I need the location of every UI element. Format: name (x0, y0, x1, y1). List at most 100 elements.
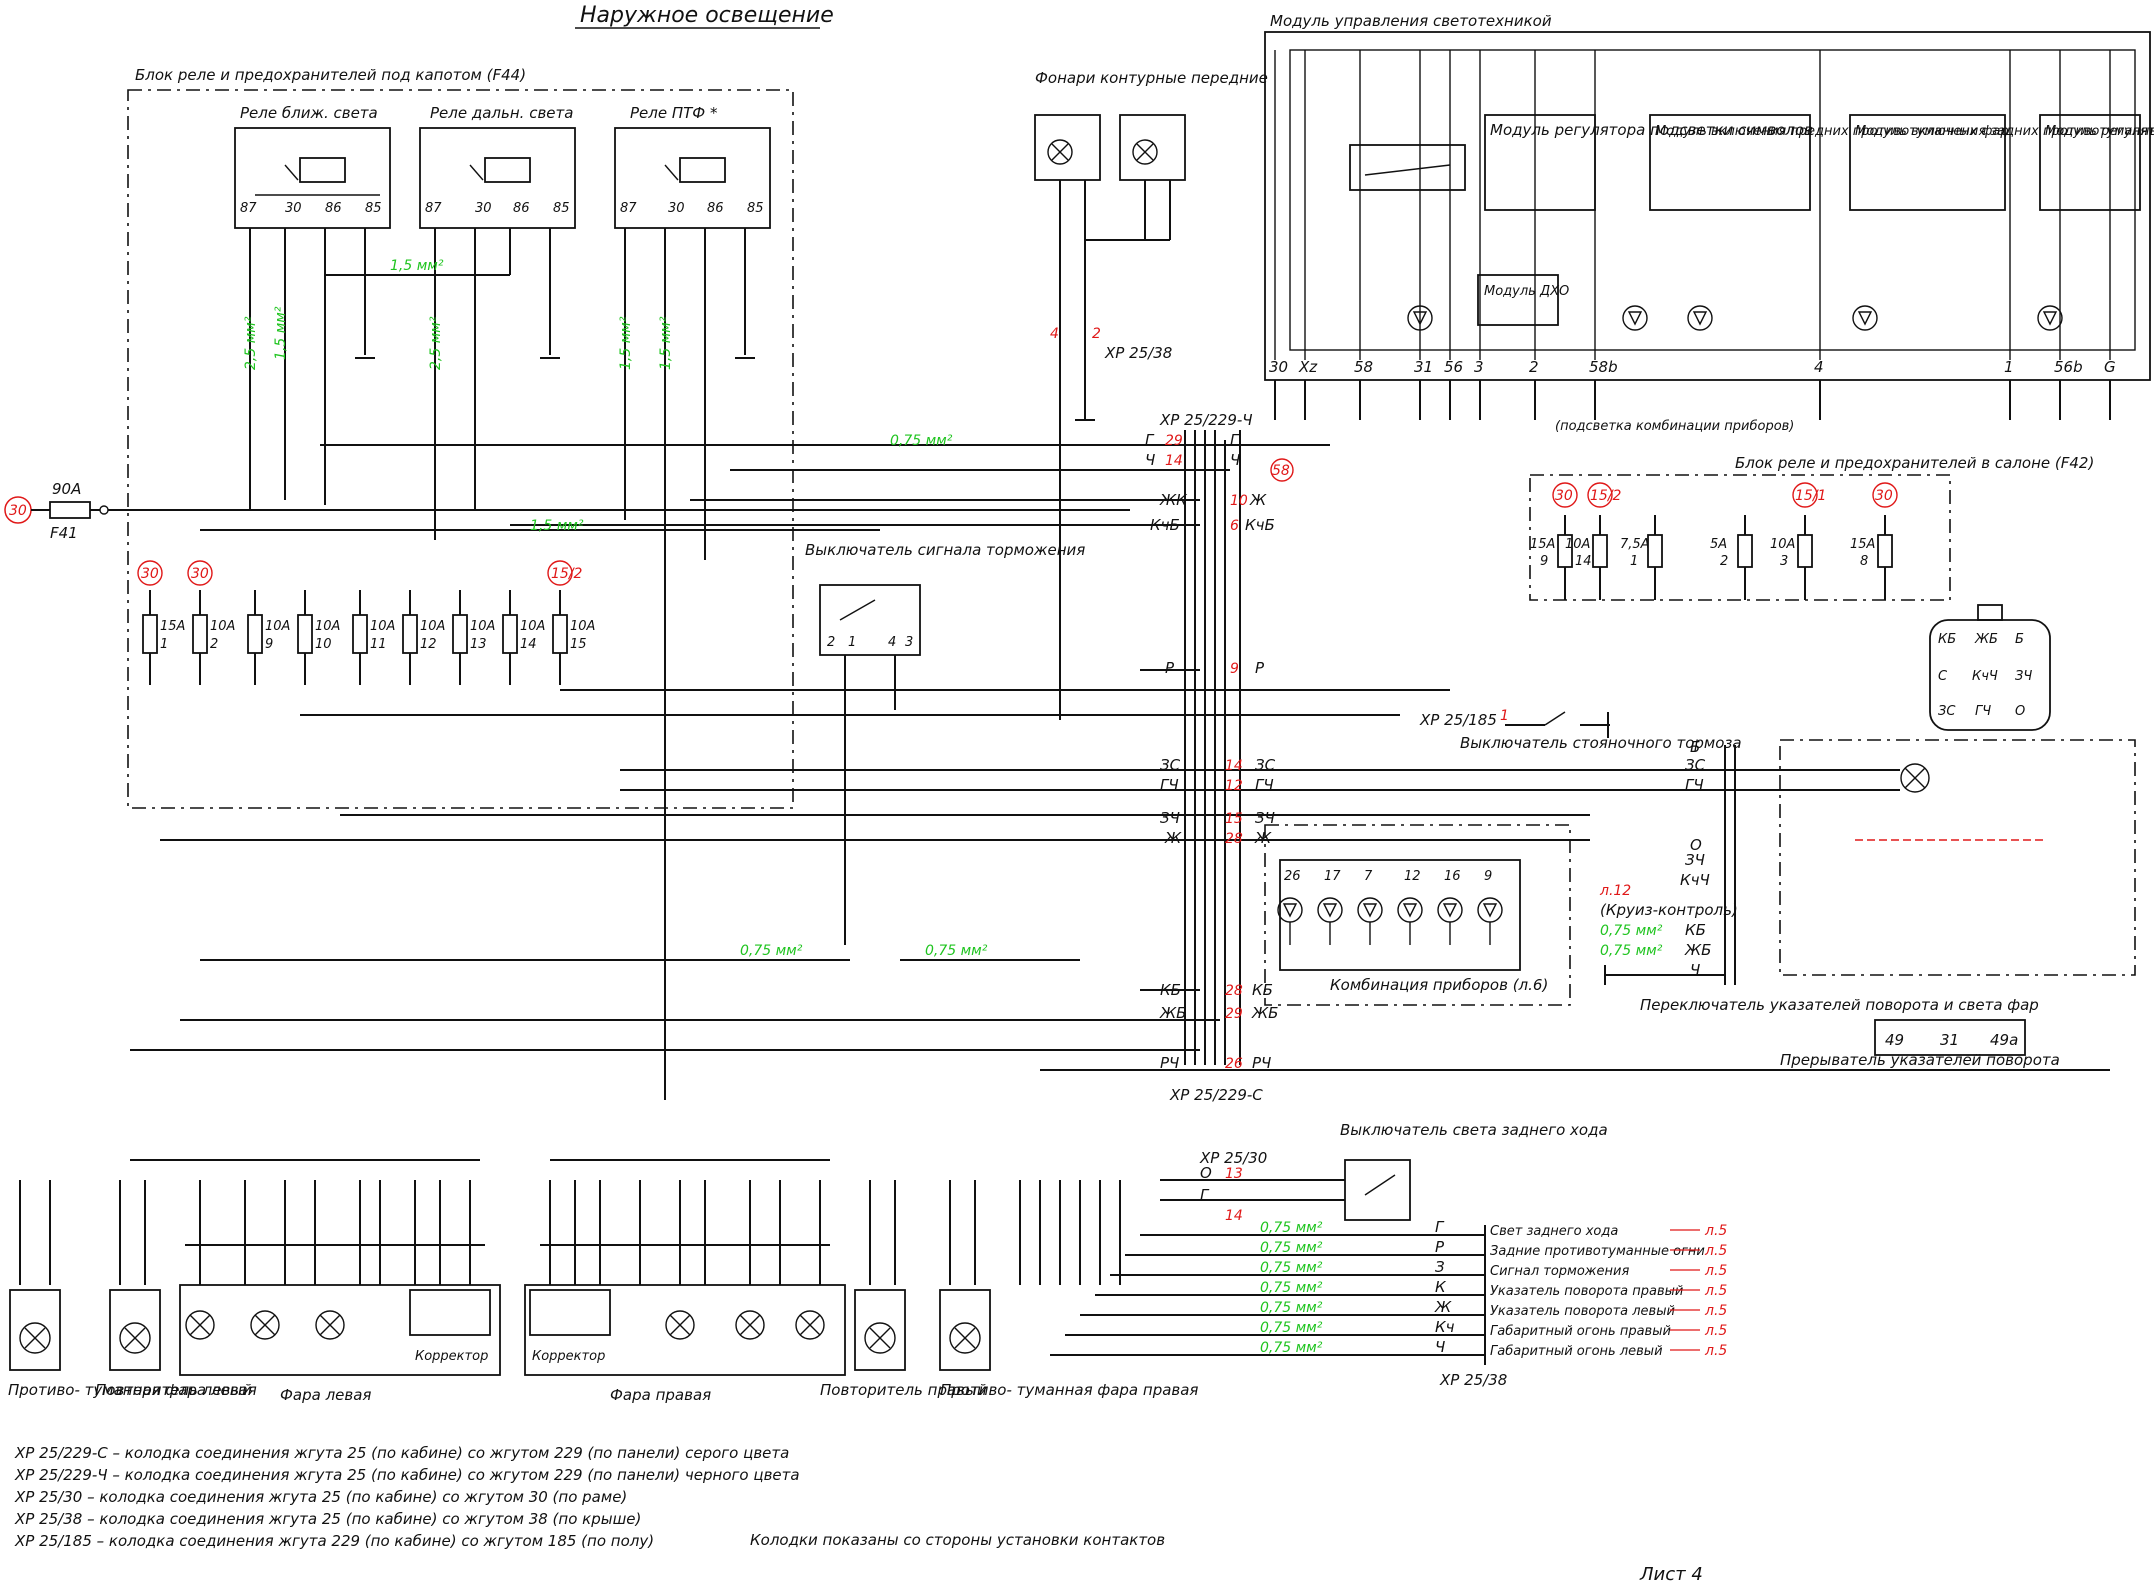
svg-text:ЖБ: ЖБ (1974, 632, 1998, 647)
legend-3: ХР 25/30 – колодка соединения жгута 25 (… (14, 1488, 627, 1506)
legend-5: ХР 25/185 – колодка соединения жгута 229… (14, 1532, 654, 1550)
flasher-pin-49a: 49а (1990, 1031, 2018, 1049)
fuse-f42-3 (1797, 534, 1813, 568)
svg-text:86: 86 (325, 201, 342, 216)
rear-output-wire: К (1435, 1278, 1447, 1296)
corrector-right: Корректор (532, 1349, 605, 1364)
svg-text:87: 87 (620, 201, 637, 216)
main-fuse-name: F41 (50, 524, 78, 542)
headlamp-left-label: Фара левая (280, 1386, 371, 1404)
fuse-f42-num: 8 (1860, 554, 1868, 569)
svg-text:13: 13 (1225, 1166, 1243, 1182)
fuse-f42-amp: 5А (1710, 537, 1727, 552)
svg-text:ЗЧ: ЗЧ (1255, 809, 1275, 827)
rear-fog-mod-label: Модуль включения задних противотуманных … (1855, 124, 2154, 139)
rear-output-wire: Кч (1435, 1318, 1455, 1336)
size-h: 0,75 мм² (740, 943, 803, 959)
svg-text:1: 1 (848, 635, 856, 650)
svg-text:ГЧ: ГЧ (1975, 704, 1991, 719)
svg-text:ГЧ: ГЧ (1685, 776, 1704, 794)
size-relay-1: 1,5 мм² (390, 258, 444, 274)
size-f: 0,75 мм² (890, 433, 953, 449)
fuse-f44-num: 10 (315, 637, 332, 652)
legend-1: ХР 25/229-С – колодка соединения жгута 2… (14, 1444, 789, 1462)
sheet-label: Лист 4 (1639, 1564, 1703, 1583)
fuse-f42-amp: 15А (1850, 537, 1875, 552)
fuse-f42-14 (1592, 534, 1608, 568)
svg-text:ЖБ: ЖБ (1251, 1004, 1278, 1022)
led-icon (1852, 305, 1878, 331)
park-brake-switch: ХР 25/185 Выключатель стояночного тормоз… (1419, 708, 1742, 752)
svg-text:0,75 мм²: 0,75 мм² (1260, 1340, 1323, 1356)
svg-text:Ч: Ч (1230, 451, 1240, 469)
f42-label: Блок реле и предохранителей в салоне (F4… (1735, 454, 2094, 472)
cluster-pin: 17 (1324, 869, 1341, 884)
legend: ХР 25/229-С – колодка соединения жгута 2… (14, 1444, 1703, 1583)
fog-left-label: Противо- туманная фара левая (8, 1381, 257, 1399)
rear-output-label: Сигнал торможения (1490, 1264, 1629, 1279)
led-icon (1622, 305, 1648, 331)
svg-text:86: 86 (513, 201, 530, 216)
module-pin: 58 (1354, 358, 1373, 376)
svg-text:ЗС: ЗС (1160, 756, 1181, 774)
cluster-backlight-label: (подсветка комбинации приборов) (1555, 419, 1794, 434)
svg-text:85: 85 (553, 201, 570, 216)
svg-text:Б: Б (2015, 632, 2024, 647)
fuse-f42-num: 1 (1630, 554, 1638, 569)
fuse-f42-2 (1737, 534, 1753, 568)
rear-output-ref: л.5 (1704, 1223, 1727, 1239)
svg-text:ГЧ: ГЧ (1160, 776, 1179, 794)
module-leds (1407, 305, 2063, 331)
rep-left-label: Повторитель левый (95, 1381, 252, 1399)
front-marker-label: Фонари контурные передние (1035, 69, 1268, 87)
svg-text:ЗС: ЗС (1685, 756, 1706, 774)
rear-output-label: Указатель поворота правый (1490, 1284, 1683, 1299)
svg-text:14: 14 (1225, 1208, 1243, 1224)
size-k: 0,75 мм² (1600, 943, 1663, 959)
svg-text:0,75 мм²: 0,75 мм² (1260, 1300, 1323, 1316)
svg-text:4: 4 (1050, 326, 1059, 342)
svg-text:1: 1 (1500, 708, 1509, 724)
svg-text:4: 4 (888, 635, 896, 650)
svg-text:0,75 мм²: 0,75 мм² (1260, 1260, 1323, 1276)
fuse-f44-num: 9 (265, 637, 273, 652)
legend-2: ХР 25/229-Ч – колодка соединения жгута 2… (14, 1466, 800, 1484)
fuse-f42-1 (1647, 534, 1663, 568)
fuse-f42-num: 9 (1540, 554, 1548, 569)
svg-text:ЗЧ: ЗЧ (1160, 809, 1180, 827)
rear-output-wire: Р (1435, 1238, 1445, 1256)
fuse-f44-circle: 30 (191, 566, 209, 582)
main-fuse-value: 90А (52, 480, 81, 498)
front-fog-mod-label: Модуль включения предних противотуманных… (1655, 124, 2009, 139)
svg-text:0,75 мм²: 0,75 мм² (1260, 1240, 1323, 1256)
fuse-f44-14 (502, 614, 518, 654)
cluster-pin: 7 (1364, 869, 1373, 884)
xp2530-label: ХР 25/30 (1199, 1149, 1267, 1167)
headlamp-right: Фара правая Корректор (524, 1284, 846, 1404)
instrument-cluster: Комбинация приборов (л.6) (1264, 824, 1571, 1006)
size-d: 1,5 мм² (618, 316, 634, 370)
svg-text:28: 28 (1225, 831, 1243, 847)
cluster-pin: 16 (1444, 869, 1461, 884)
svg-text:ЖК: ЖК (1159, 491, 1188, 509)
svg-text:2: 2 (1092, 326, 1101, 342)
svg-text:КБ: КБ (1938, 632, 1956, 647)
reverse-switch: Выключатель света заднего хода ХР 25/30 … (1160, 1121, 1608, 1224)
svg-text:О: О (1690, 836, 1702, 854)
relay-high-label: Реле дальн. света (430, 104, 573, 122)
rear-output-label: Задние противотуманные огни (1490, 1244, 1705, 1259)
fuse-f44-num: 14 (520, 637, 537, 652)
svg-text:14: 14 (1165, 453, 1183, 469)
svg-text:ЗС: ЗС (1938, 704, 1956, 719)
fuse-f44-11 (352, 614, 368, 654)
fuse-f42-amp: 15А (1530, 537, 1555, 552)
size-b: 1,5 мм² (273, 306, 289, 360)
led-icon (1687, 305, 1713, 331)
module-pin: 31 (1414, 358, 1433, 376)
fuse-f44-num: 12 (420, 637, 437, 652)
relay-low-label: Реле ближ. света (240, 104, 378, 122)
module-pin: G (2104, 358, 2116, 376)
